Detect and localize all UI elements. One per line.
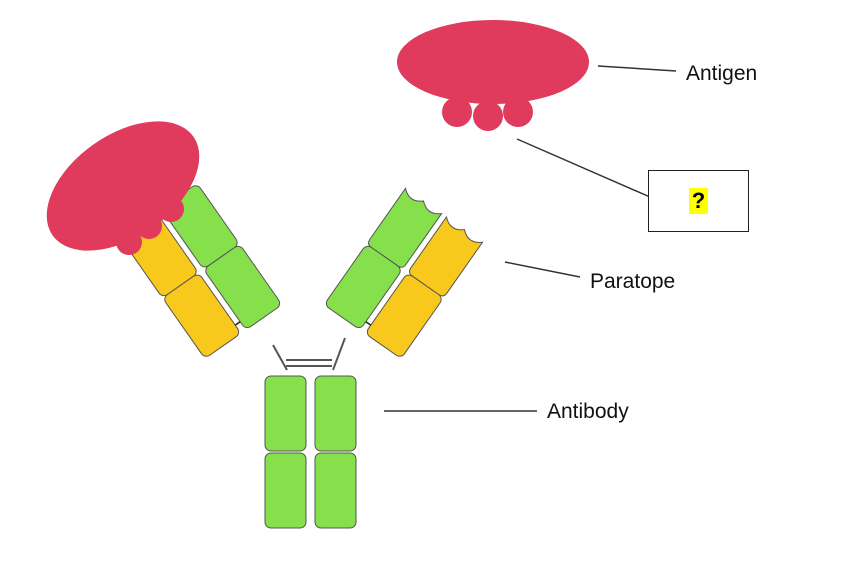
heavy-chain-segment: [325, 245, 401, 329]
heavy-chain-segment: [205, 245, 281, 329]
epitope-bump: [473, 101, 503, 131]
paratope-label: Paratope: [590, 270, 676, 293]
epitope-bump: [503, 97, 533, 127]
paratope-leader-line: [504, 261, 581, 278]
epitope-leader-line: [516, 138, 651, 198]
antigen-free: [397, 20, 589, 131]
antigen-label: Antigen: [686, 62, 758, 85]
epitope-bump: [442, 97, 472, 127]
antibody-right-arm: [325, 187, 484, 357]
heavy-chain-segment: [368, 187, 443, 268]
light-chain-segment: [164, 274, 240, 357]
heavy-chain-segment: [314, 452, 357, 529]
heavy-chain-segment: [314, 375, 357, 452]
antibody-stem: [264, 375, 357, 529]
heavy-chain-segment: [264, 375, 307, 452]
unknown-label-text: ?: [688, 187, 709, 215]
antigen-body: [397, 20, 589, 104]
disulfide-bond: [234, 321, 241, 326]
leader-lines: [384, 65, 677, 412]
unknown-label-box: ?: [648, 170, 749, 232]
hinge-region: [272, 337, 346, 371]
light-chain-segment: [366, 274, 442, 357]
light-chain-segment: [408, 215, 484, 297]
antigen-body: [46, 121, 200, 251]
heavy-chain-segment: [264, 452, 307, 529]
antibody-label: Antibody: [547, 400, 629, 423]
antigen-bound: [46, 121, 200, 255]
disulfide-bond: [365, 321, 372, 326]
antigen-leader-line: [597, 65, 677, 72]
